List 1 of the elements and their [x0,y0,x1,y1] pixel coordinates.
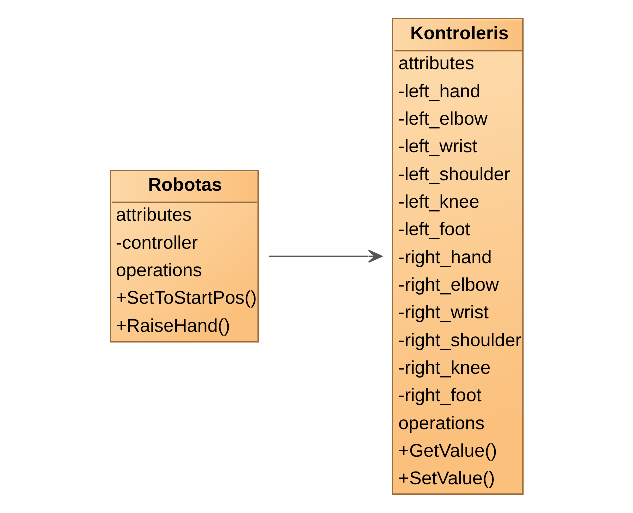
arrow [268,250,382,264]
